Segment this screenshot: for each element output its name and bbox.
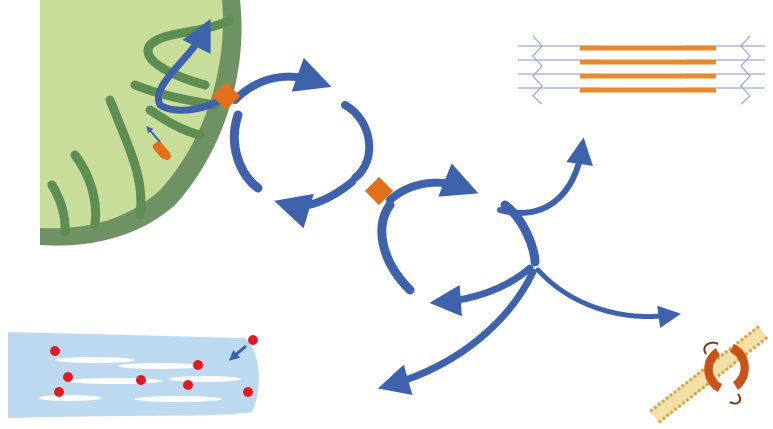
- arrow-mid-lower: [274, 178, 356, 229]
- arrow-mid-upper: [341, 101, 374, 182]
- arrow-branch-stem: [500, 200, 540, 267]
- arrow-left-hook: [230, 110, 263, 193]
- arrow-top-curve: [231, 57, 332, 104]
- sarcomere-thick-filaments: [580, 45, 716, 93]
- capillary: [8, 332, 259, 418]
- arrow-right-hook: [377, 200, 415, 295]
- receptor-left-half: [704, 348, 722, 392]
- arrow-exit-mitochondrion: [154, 18, 232, 114]
- arrow-branch-left: [429, 264, 534, 317]
- arrow-branch-down: [377, 268, 537, 395]
- arrow-branch-up: [497, 137, 593, 216]
- mitochondrion: [40, 0, 242, 246]
- receptor-right-half: [730, 344, 749, 390]
- sarcomere: [518, 35, 765, 105]
- receptor-arrow-out: [729, 393, 742, 405]
- capillary-vessel: [8, 332, 259, 418]
- dot-entry-arrow: [228, 344, 247, 361]
- transporter-arrow: [146, 125, 161, 143]
- pathway-arrows: [154, 18, 681, 395]
- receptor-arrow-in: [703, 341, 719, 355]
- membrane-receptor: [649, 325, 769, 424]
- arrow-branch-right: [535, 267, 681, 328]
- red-dots: [50, 335, 258, 397]
- transporter-dot: [163, 152, 171, 160]
- arrow-right-upper: [386, 163, 479, 204]
